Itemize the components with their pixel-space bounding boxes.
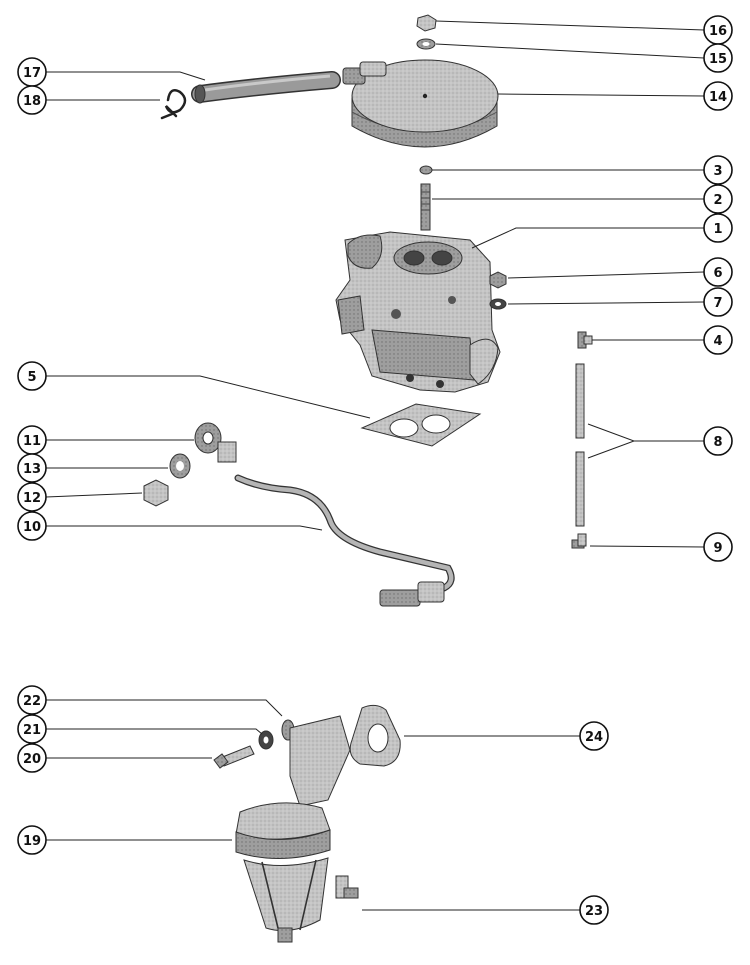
callout-labels: 16 15 14 17 18 3 2 1 6 7 4 5 8 11 13 12 … bbox=[17, 15, 733, 925]
part-3-nut bbox=[419, 165, 433, 175]
part-2-stud bbox=[420, 183, 431, 231]
svg-text:14: 14 bbox=[709, 90, 727, 105]
svg-text:18: 18 bbox=[23, 94, 41, 109]
svg-text:3: 3 bbox=[713, 164, 722, 179]
part-16-nut bbox=[416, 14, 437, 32]
svg-text:15: 15 bbox=[709, 52, 727, 67]
svg-text:20: 20 bbox=[23, 752, 41, 767]
callout-16: 16 bbox=[703, 15, 733, 45]
callout-17: 17 bbox=[17, 57, 47, 87]
callout-23: 23 bbox=[579, 895, 609, 925]
svg-text:12: 12 bbox=[23, 491, 41, 506]
part-4-fitting bbox=[577, 331, 593, 349]
callout-4: 4 bbox=[703, 325, 733, 355]
callout-13: 13 bbox=[17, 453, 47, 483]
svg-text:1: 1 bbox=[713, 222, 722, 237]
part-13-gasket bbox=[169, 453, 191, 479]
callout-15: 15 bbox=[703, 43, 733, 73]
part-9-fitting bbox=[571, 533, 587, 549]
part-19-fuel-pump bbox=[235, 715, 351, 943]
part-14-flame-arrestor bbox=[342, 59, 499, 148]
callout-7: 7 bbox=[703, 287, 733, 317]
part-17-vent-hose bbox=[191, 71, 341, 104]
callout-5: 5 bbox=[17, 361, 47, 391]
callout-6: 6 bbox=[703, 257, 733, 287]
svg-text:2: 2 bbox=[713, 193, 722, 208]
svg-text:17: 17 bbox=[23, 66, 41, 81]
callout-18: 18 bbox=[17, 85, 47, 115]
svg-text:23: 23 bbox=[585, 904, 603, 919]
part-24-fuel-pump-gasket bbox=[349, 704, 401, 767]
callout-10: 10 bbox=[17, 511, 47, 541]
part-10-fuel-line bbox=[234, 474, 455, 607]
svg-text:4: 4 bbox=[713, 334, 722, 349]
svg-text:6: 6 bbox=[713, 266, 722, 281]
callout-12: 12 bbox=[17, 482, 47, 512]
svg-text:7: 7 bbox=[713, 296, 722, 311]
svg-text:9: 9 bbox=[713, 541, 722, 556]
part-8-fuel-hoses bbox=[575, 363, 585, 527]
part-20-bolt bbox=[213, 745, 255, 769]
svg-text:8: 8 bbox=[713, 435, 722, 450]
part-5-carburetor-gasket bbox=[360, 403, 482, 447]
svg-text:19: 19 bbox=[23, 834, 41, 849]
callout-1: 1 bbox=[703, 213, 733, 243]
callout-2: 2 bbox=[703, 184, 733, 214]
part-6-nut bbox=[489, 271, 507, 289]
part-15-washer bbox=[416, 38, 436, 50]
part-12-plug bbox=[143, 479, 169, 507]
part-1-carburetor bbox=[335, 231, 501, 393]
callout-14: 14 bbox=[703, 81, 733, 111]
callout-9: 9 bbox=[703, 532, 733, 562]
callout-22: 22 bbox=[17, 685, 47, 715]
callout-24: 24 bbox=[579, 721, 609, 751]
svg-text:16: 16 bbox=[709, 24, 727, 39]
part-23-fitting bbox=[335, 875, 359, 899]
svg-text:5: 5 bbox=[27, 370, 36, 385]
part-11-fuel-inlet-fitting bbox=[194, 422, 237, 463]
callout-8: 8 bbox=[703, 426, 733, 456]
svg-text:21: 21 bbox=[23, 723, 41, 738]
callout-20: 20 bbox=[17, 743, 47, 773]
part-21-washer bbox=[258, 730, 274, 750]
svg-text:22: 22 bbox=[23, 694, 41, 709]
callout-21: 21 bbox=[17, 714, 47, 744]
svg-text:11: 11 bbox=[23, 434, 41, 449]
svg-text:24: 24 bbox=[585, 730, 603, 745]
part-18-hose-clamp bbox=[160, 89, 187, 120]
part-7-washer bbox=[489, 298, 507, 310]
callout-11: 11 bbox=[17, 425, 47, 455]
parts-illustration bbox=[143, 14, 593, 943]
callout-3: 3 bbox=[703, 155, 733, 185]
callout-19: 19 bbox=[17, 825, 47, 855]
svg-text:10: 10 bbox=[23, 520, 41, 535]
svg-text:13: 13 bbox=[23, 462, 41, 477]
leader-lines bbox=[45, 20, 705, 911]
